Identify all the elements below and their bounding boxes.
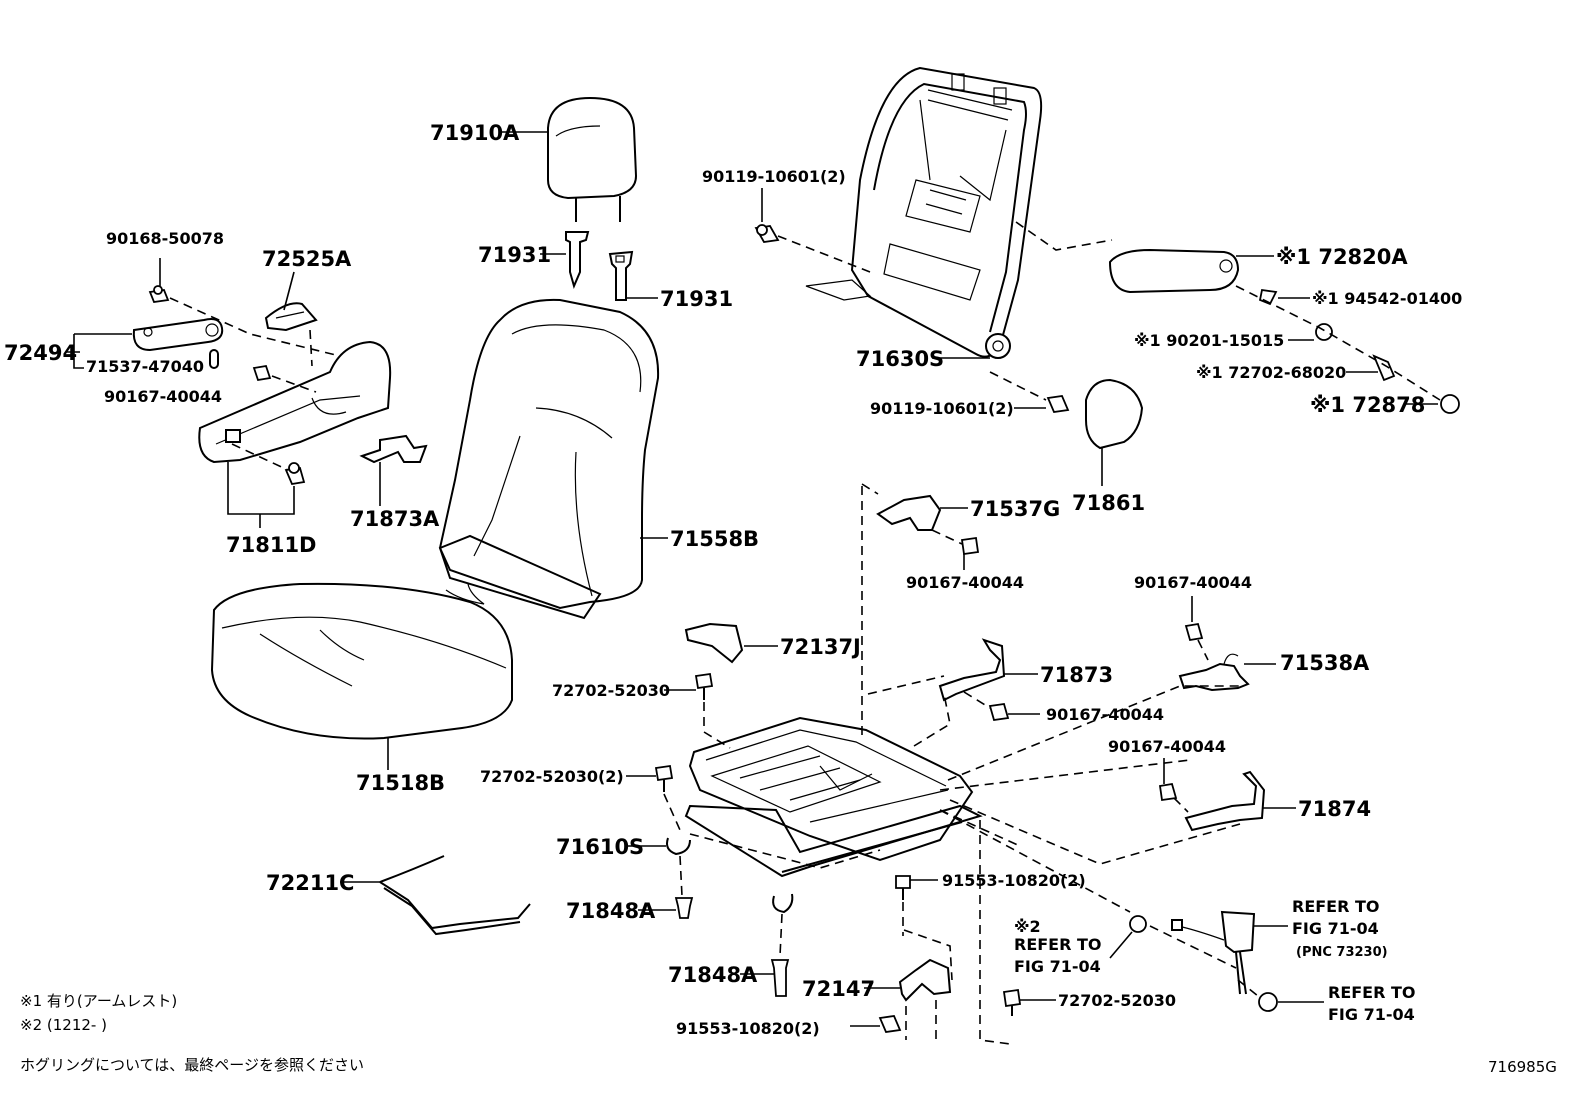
bolt-90119-lower[interactable]	[1046, 395, 1070, 413]
headrest-guide-right[interactable]	[608, 250, 634, 301]
screw-90167-c[interactable]	[1184, 622, 1204, 642]
label-72525A: 72525A	[262, 247, 352, 271]
label-90167-40044-a: 90167-40044	[104, 387, 222, 406]
label-72878: ※1 72878	[1310, 393, 1425, 417]
label-72820A: ※1 72820A	[1276, 245, 1408, 269]
label-91553-10820-upper: 91553-10820(2)	[942, 871, 1086, 890]
refer-fig-71-04-anchor-line2: FIG 71-04	[1014, 957, 1101, 976]
refer-fig-71-04-bolt-line1: REFER TO	[1328, 983, 1416, 1002]
knob-cover-72525A[interactable]	[264, 302, 318, 332]
label-71873A: 71873A	[350, 507, 440, 531]
clip-71811D[interactable]	[284, 462, 306, 486]
label-90119-10601-upper: 90119-10601(2)	[702, 167, 846, 186]
label-71538A: 71538A	[1280, 651, 1370, 675]
seat-shield-part[interactable]	[198, 340, 392, 464]
label-72494: 72494	[4, 341, 77, 365]
label-91553-10820-lower: 91553-10820(2)	[676, 1019, 820, 1038]
label-72211C: 72211C	[266, 871, 354, 895]
label-71931-right: 71931	[660, 287, 733, 311]
screw-90167-e[interactable]	[1158, 782, 1178, 802]
bracket-72147[interactable]	[898, 958, 952, 1002]
label-72702-52030-a: 72702-52030	[552, 681, 670, 700]
bolt-91553-lower[interactable]	[878, 1015, 902, 1033]
label-71537G: 71537G	[970, 497, 1060, 521]
refer-fig-71-04-anchor-line0: ※2	[1014, 917, 1041, 936]
label-90167-40044-e: 90167-40044	[1108, 737, 1226, 756]
bracket-71537G[interactable]	[876, 494, 942, 531]
seatbelt-anchor-ref2[interactable]	[1129, 915, 1147, 933]
recliner-knob-part[interactable]	[1085, 378, 1144, 450]
headrest-part[interactable]	[547, 96, 638, 222]
pin-71848A-upper[interactable]	[674, 897, 694, 919]
bolt-90119-upper[interactable]	[754, 224, 780, 243]
headrest-guide-left[interactable]	[565, 231, 590, 289]
label-71874: 71874	[1298, 797, 1371, 821]
screw-90168[interactable]	[148, 285, 170, 303]
seatback-cover-part[interactable]	[438, 298, 660, 620]
bolt-91553-upper[interactable]	[895, 875, 911, 900]
seatbelt-bolt[interactable]	[1258, 992, 1278, 1012]
refer-fig-71-04-buckle-line2: FIG 71-04	[1292, 919, 1379, 938]
bracket-71538A[interactable]	[1178, 653, 1250, 692]
armrest-part[interactable]	[1108, 248, 1240, 294]
screw-90167-a[interactable]	[252, 364, 272, 382]
label-71630S: 71630S	[856, 347, 944, 371]
screw-72702-2[interactable]	[654, 764, 674, 792]
seat-cushion-part[interactable]	[210, 582, 513, 740]
label-71931-left: 71931	[478, 243, 551, 267]
label-72702-52030-2: 72702-52030(2)	[480, 767, 624, 786]
screw-90167-b[interactable]	[960, 536, 980, 556]
label-71811D: 71811D	[226, 533, 317, 557]
bracket-71873A[interactable]	[359, 434, 428, 464]
screw-72702-a[interactable]	[694, 672, 714, 700]
shield-bracket-part[interactable]	[132, 318, 224, 369]
label-71848A-upper: 71848A	[566, 899, 656, 923]
label-90201-15015: ※1 90201-15015	[1134, 331, 1284, 350]
label-72137J: 72137J	[780, 635, 861, 659]
label-90167-40044-b: 90167-40044	[906, 573, 1024, 592]
figure-id: 716985G	[1488, 1058, 1557, 1076]
label-72147: 72147	[802, 977, 875, 1001]
cover-72137J[interactable]	[684, 622, 744, 664]
label-71910A: 71910A	[430, 121, 520, 145]
refer-fig-71-04-anchor-line1: REFER TO	[1014, 935, 1102, 954]
refer-fig-71-04-buckle-line1: REFER TO	[1292, 897, 1380, 916]
pin-71848A-lower[interactable]	[770, 959, 790, 997]
seatbelt-buckle[interactable]	[1171, 910, 1256, 995]
label-72702-68020: ※1 72702-68020	[1196, 363, 1346, 382]
label-72702-52030-b: 72702-52030	[1058, 991, 1176, 1010]
label-71873: 71873	[1040, 663, 1113, 687]
label-90167-40044-c: 90167-40044	[1134, 573, 1252, 592]
seat-adjuster-part[interactable]	[666, 716, 983, 914]
label-71861: 71861	[1072, 491, 1145, 515]
bracket-71873[interactable]	[938, 638, 1006, 702]
label-71558B: 71558B	[670, 527, 759, 551]
refer-fig-71-04-buckle-line3: (PNC 73230)	[1296, 945, 1388, 960]
label-71610S: 71610S	[556, 835, 644, 859]
label-90167-40044-d: 90167-40044	[1046, 705, 1164, 724]
label-94542-01400: ※1 94542-01400	[1312, 289, 1462, 308]
armrest-parts-stack[interactable]	[1258, 288, 1460, 414]
label-90119-10601-lower: 90119-10601(2)	[870, 399, 1014, 418]
note-date-range: ※2 (1212- )	[20, 1016, 107, 1034]
label-90168-50078: 90168-50078	[106, 229, 224, 248]
refer-fig-71-04-bolt-line2: FIG 71-04	[1328, 1005, 1415, 1024]
seatback-frame-part[interactable]	[805, 66, 1043, 359]
screw-90167-d[interactable]	[988, 702, 1010, 722]
wire-72211C[interactable]	[379, 855, 531, 936]
label-71537-47040: 71537-47040	[86, 357, 204, 376]
label-71848A-lower: 71848A	[668, 963, 758, 987]
label-71518B: 71518B	[356, 771, 445, 795]
screw-72702-b[interactable]	[1002, 988, 1022, 1016]
note-armrest: ※1 有り(アームレスト)	[20, 992, 177, 1010]
note-hog-ring: ホグリングについては、最終ページを参照ください	[20, 1056, 364, 1074]
bracket-71874[interactable]	[1184, 770, 1266, 832]
